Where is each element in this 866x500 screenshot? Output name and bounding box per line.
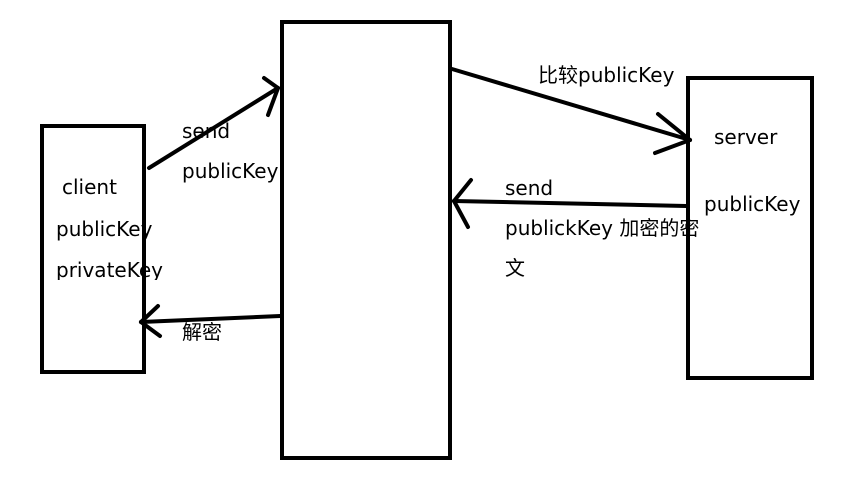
server-public-key-label: publicKey — [704, 192, 801, 216]
decrypt-label: 解密 — [182, 320, 222, 344]
arrow-middle-to-client — [139, 304, 282, 338]
server-send-label: send — [505, 176, 554, 200]
server-box — [686, 76, 814, 380]
client-public-key-label: publicKey — [56, 217, 153, 241]
client-box — [40, 124, 146, 374]
server-title: server — [714, 125, 778, 149]
arrow-server-to-middle — [452, 178, 688, 229]
server-send-text-line2: 文 — [505, 256, 525, 280]
server-send-text-line1: publickKey 加密的密 — [505, 216, 700, 240]
client-private-key-clip: privateKey — [56, 258, 166, 280]
arrow-client-to-middle — [147, 76, 280, 170]
middle-box — [280, 20, 452, 460]
compare-label: 比较publicKey — [538, 63, 675, 87]
client-title: client — [62, 175, 117, 199]
client-private-key-label: privateKey — [56, 258, 163, 280]
client-send-key-label: publicKey — [182, 159, 279, 183]
arrow-middle-to-server — [450, 67, 692, 155]
client-send-label: send — [182, 119, 231, 143]
